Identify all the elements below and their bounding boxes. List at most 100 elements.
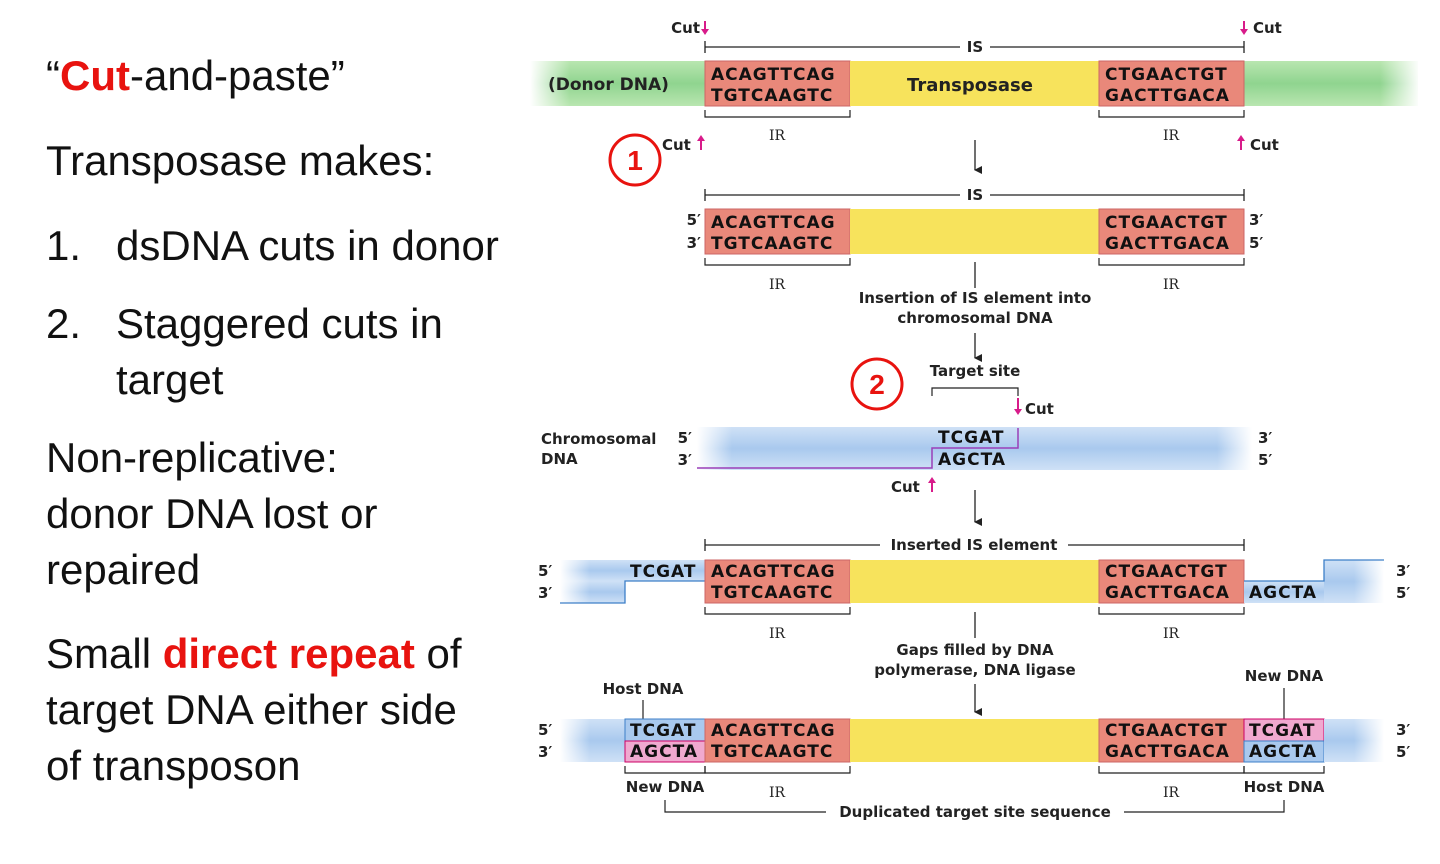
three-prime-label: 3′ <box>538 743 552 761</box>
step-2-number: 2 <box>869 369 885 400</box>
five-prime-label: 5′ <box>687 211 701 229</box>
ir-right-top-seq: CTGAACTGT <box>1105 213 1228 233</box>
ir-bracket <box>704 766 851 774</box>
step-2-badge <box>850 357 904 411</box>
transposase-label: Transposase <box>907 75 1033 96</box>
cut-arrow-head-icon <box>1240 29 1248 35</box>
direct-repeat-line2: target DNA either side <box>46 686 457 733</box>
direct-repeat-pre: Small <box>46 630 163 677</box>
target-site-label: Target site <box>930 362 1021 380</box>
step-1-badge <box>608 133 662 187</box>
direct-repeat-highlight: direct repeat <box>162 630 415 677</box>
ir-left-top-seq: ACAGTTCAG <box>711 213 836 233</box>
new-dna-label: New DNA <box>626 778 705 796</box>
list-item-1-text: dsDNA cuts in donor <box>116 222 499 269</box>
insertion-caption-line2: chromosomal DNA <box>897 309 1053 327</box>
ir-left-bottom-seq: TGTCAAGTC <box>711 86 833 106</box>
chromosome-target-row: 2 Target site Cut Chromosomal DNA 5′ 3′ … <box>541 357 1272 496</box>
five-prime-label: 5′ <box>1249 234 1263 252</box>
ir-left-top-seq: ACAGTTCAG <box>711 721 836 741</box>
five-prime-label: 5′ <box>538 721 552 739</box>
is-interior <box>850 209 1099 254</box>
direct-repeat-post: of <box>414 630 462 677</box>
ir-bracket <box>704 258 851 266</box>
list-item-2-number: 2. <box>46 300 82 347</box>
ir-left-block <box>704 559 851 604</box>
target-bottom-seq: AGCTA <box>1249 742 1317 762</box>
ir-label: IR <box>769 277 786 293</box>
three-prime-label: 3′ <box>538 584 552 602</box>
five-prime-label: 5′ <box>1258 451 1272 469</box>
three-prime-label: 3′ <box>687 234 701 252</box>
title-cut: Cut <box>60 52 130 99</box>
dna-label: DNA <box>541 450 578 468</box>
duplicated-target-site-label: Duplicated target site sequence <box>839 803 1111 821</box>
ir-left-top-seq: ACAGTTCAG <box>711 562 836 582</box>
five-prime-label: 5′ <box>1396 743 1410 761</box>
ir-right-top-seq: CTGAACTGT <box>1105 65 1228 85</box>
target-top-seq: TCGAT <box>630 721 696 741</box>
donor-row: Cut Cut IS (Donor DNA) ACAGTTCAG TGTCAAG… <box>530 19 1420 187</box>
cut-label-bottom-right: Cut <box>1250 136 1279 154</box>
target-site-bracket <box>931 387 1019 396</box>
ir-bracket <box>704 110 851 118</box>
ir-bracket <box>1098 110 1245 118</box>
ir-left-bottom-seq: TGTCAAGTC <box>711 234 833 254</box>
ir-right-bottom-seq: GACTTGACA <box>1105 742 1230 762</box>
duplicated-bracket <box>1124 800 1285 813</box>
three-prime-label: 3′ <box>1396 721 1410 739</box>
ir-label: IR <box>769 128 786 144</box>
chromosome-left-top <box>560 560 705 581</box>
is-interior <box>850 560 1099 603</box>
transposase-gene <box>850 61 1099 106</box>
title-line: “Cut-and-paste” <box>46 52 345 100</box>
non-replicative-line3: repaired <box>46 546 201 593</box>
ir-bracket <box>1098 607 1245 615</box>
final-row: Host DNA New DNA 5′ 3′ TCGAT AGCTA ACAGT… <box>538 667 1410 821</box>
ir-right-bottom-seq: GACTTGACA <box>1105 86 1230 106</box>
ir-left-bottom-seq: TGTCAAGTC <box>711 742 833 762</box>
host-dna-label: Host DNA <box>1244 778 1325 796</box>
target-top-seq: TCGAT <box>1249 721 1315 741</box>
is-label: IS <box>967 186 983 204</box>
excised-is-row: IS 5′ 3′ ACAGTTCAG TGTCAAGTC CTGAACTGT G… <box>687 186 1264 293</box>
ir-left-bottom-seq: TGTCAAGTC <box>711 583 833 603</box>
ir-bracket <box>1098 258 1245 266</box>
ir-label: IR <box>1163 128 1180 144</box>
chromosome-right-bottom <box>1244 581 1324 603</box>
target-top-seq: TCGAT <box>938 428 1004 448</box>
cut-label: Cut <box>1025 400 1054 418</box>
list-item-2-text-line2: target <box>116 356 224 403</box>
ir-left-block <box>704 208 851 255</box>
chromosomal-label: Chromosomal <box>541 430 656 448</box>
step-1-number: 1 <box>627 145 643 176</box>
three-prime-label: 3′ <box>678 451 692 469</box>
ir-label: IR <box>1163 277 1180 293</box>
three-prime-label: 3′ <box>1258 429 1272 447</box>
target-bottom-seq: AGCTA <box>938 450 1006 470</box>
non-replicative-line1: Non-replicative: <box>46 434 338 481</box>
ir-label: IR <box>769 626 786 642</box>
target-bottom-seq: AGCTA <box>1249 583 1317 603</box>
direct-repeat-line3: of transposon <box>46 742 301 789</box>
ir-bracket <box>704 607 851 615</box>
donor-dna-label: (Donor DNA) <box>548 75 669 95</box>
non-replicative-line2: donor DNA lost or <box>46 490 378 537</box>
cut-label-top-right: Cut <box>1253 19 1282 37</box>
five-prime-label: 5′ <box>538 562 552 580</box>
ir-left-block <box>704 718 851 763</box>
three-prime-label: 3′ <box>1249 211 1263 229</box>
ir-label: IR <box>1163 626 1180 642</box>
cut-label-bottom-left: Cut <box>662 136 691 154</box>
ir-right-block <box>1098 60 1245 107</box>
new-dna-bracket <box>624 766 706 774</box>
ir-bracket <box>1098 766 1245 774</box>
cut-label: Cut <box>891 478 920 496</box>
insertion-caption-line1: Insertion of IS element into <box>859 289 1092 307</box>
title-open-quote: “ <box>46 52 60 99</box>
ir-right-block <box>1098 718 1245 763</box>
cut-label-top-left: Cut <box>671 19 700 37</box>
is-interior <box>850 719 1099 762</box>
host-dna-bracket <box>1243 766 1325 774</box>
gaps-caption-line2: polymerase, DNA ligase <box>874 661 1075 679</box>
